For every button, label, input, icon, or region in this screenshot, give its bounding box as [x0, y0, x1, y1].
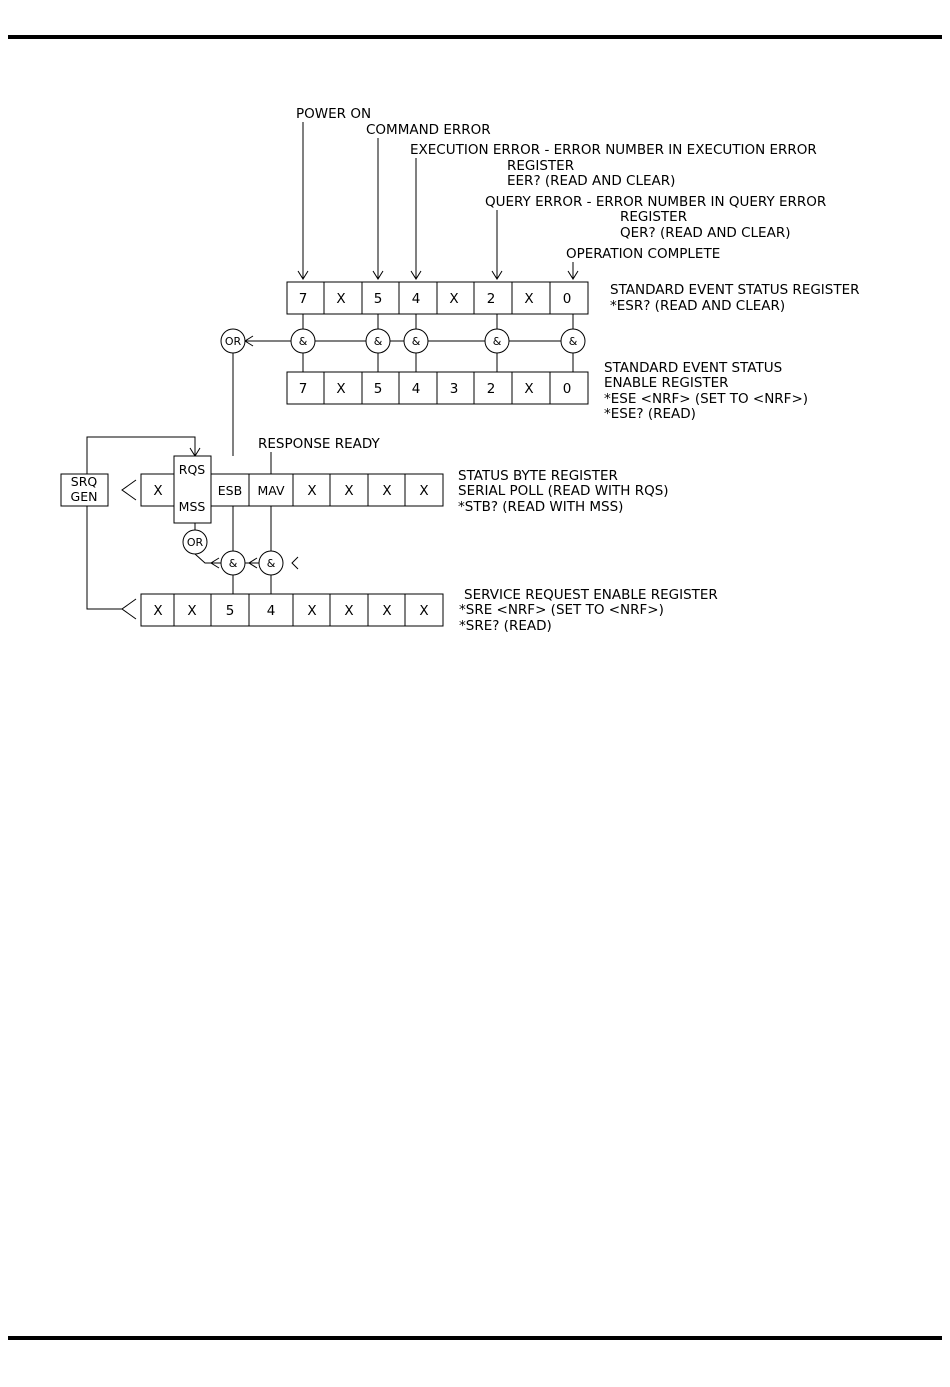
- and-gate-esr-0: &: [560, 328, 586, 354]
- stb-bit-1: X: [382, 483, 391, 499]
- sre-bit-4: 4: [267, 603, 276, 619]
- sre-to-srq-arrow: [121, 598, 137, 620]
- rqs-label: RQS: [179, 462, 206, 477]
- ese-register: 7 X 5 4 3 2 X 0: [286, 371, 589, 405]
- rqs-feedback-line: [86, 436, 196, 474]
- mss-label: MSS: [179, 499, 206, 514]
- esr-bit-4: 4: [412, 291, 421, 307]
- stb-bit-0: X: [419, 483, 428, 499]
- and-symbol: &: [412, 335, 421, 348]
- esr-register: 7 X 5 4 X 2 X 0: [286, 281, 589, 315]
- and-symbol: &: [569, 335, 578, 348]
- label-execution-error-query: EER? (READ AND CLEAR): [507, 173, 675, 189]
- label-power-on: POWER ON: [296, 106, 371, 122]
- ese-description-title: STANDARD EVENT STATUS: [604, 360, 782, 376]
- esr-description-command: *ESR? (READ AND CLEAR): [610, 298, 785, 314]
- esr-bit-6: X: [336, 291, 345, 307]
- or-symbol: OR: [225, 335, 242, 348]
- sre-bit-3: X: [307, 603, 316, 619]
- top-rule: [8, 35, 942, 39]
- label-query-error-query: QER? (READ AND CLEAR): [620, 225, 790, 241]
- ese-description-set: *ESE <NRF> (SET TO <NRF>): [604, 391, 808, 407]
- esr-bit-2: 2: [487, 291, 496, 307]
- label-command-error: COMMAND ERROR: [366, 122, 491, 138]
- or-gate-mss: OR: [182, 529, 208, 555]
- stb-description-serial-poll: SERIAL POLL (READ WITH RQS): [458, 483, 669, 499]
- and-symbol: &: [299, 335, 308, 348]
- sre-description-set: *SRE <NRF> (SET TO <NRF>): [459, 602, 664, 618]
- ese-bit-3: 3: [450, 381, 459, 397]
- sre-bit-0: X: [419, 603, 428, 619]
- service-request-enable-register: X X 5 4 X X X X: [140, 593, 444, 627]
- label-execution-error: EXECUTION ERROR - ERROR NUMBER IN EXECUT…: [410, 142, 817, 158]
- srq-gen-box: SRQ GEN: [60, 473, 109, 507]
- stb-to-srq-arrow: [121, 479, 137, 501]
- stb-bit-esb: ESB: [218, 483, 242, 498]
- stb-bit-3: X: [307, 483, 316, 499]
- sre-bit-5: 5: [226, 603, 235, 619]
- label-operation-complete: OPERATION COMPLETE: [566, 246, 720, 262]
- srq-gen-label-1: SRQ: [71, 474, 98, 489]
- and-chain-arrow: [248, 557, 258, 569]
- ese-bit-1: X: [524, 381, 533, 397]
- esr-bit-1: X: [524, 291, 533, 307]
- label-execution-error-register: REGISTER: [507, 158, 574, 174]
- srq-return-line: [86, 506, 122, 610]
- or-input-arrow: [210, 557, 220, 569]
- and-symbol: &: [374, 335, 383, 348]
- sre-bit-7: X: [153, 603, 162, 619]
- stb-bit-7: X: [153, 483, 162, 499]
- or-input-line: [194, 553, 221, 564]
- rqs-mss-cell: RQS MSS: [173, 455, 212, 524]
- ese-bit-5: 5: [374, 381, 383, 397]
- or-symbol: OR: [187, 536, 204, 549]
- sre-bit-2: X: [344, 603, 353, 619]
- esr-bit-0: 0: [563, 291, 572, 307]
- or-gate-esb: OR: [220, 328, 246, 354]
- and-gate-mav: &: [258, 550, 284, 576]
- and-symbol: &: [493, 335, 502, 348]
- stb-bit-mav: MAV: [257, 483, 285, 498]
- ese-description-subtitle: ENABLE REGISTER: [604, 375, 729, 391]
- esr-bit-7: 7: [299, 291, 308, 307]
- ese-bit-4: 4: [412, 381, 421, 397]
- stb-description-title: STATUS BYTE REGISTER: [458, 468, 618, 484]
- ese-bit-0: 0: [563, 381, 572, 397]
- and-symbol: &: [229, 557, 238, 570]
- sre-description-title: SERVICE REQUEST ENABLE REGISTER: [464, 587, 718, 603]
- label-query-error: QUERY ERROR - ERROR NUMBER IN QUERY ERRO…: [485, 194, 826, 210]
- and-gate-esb: &: [220, 550, 246, 576]
- stb-bit-2: X: [344, 483, 353, 499]
- label-response-ready: RESPONSE READY: [258, 436, 381, 452]
- and-gate-esr-7: &: [290, 328, 316, 354]
- ese-bit-6: X: [336, 381, 345, 397]
- esr-bit-5: 5: [374, 291, 383, 307]
- and-gate-esr-2: &: [484, 328, 510, 354]
- and-chain-open-arrow: [291, 556, 299, 570]
- and-gate-esr-5: &: [365, 328, 391, 354]
- and-symbol: &: [267, 557, 276, 570]
- bottom-rule: [8, 1336, 942, 1340]
- esr-description-title: STANDARD EVENT STATUS REGISTER: [610, 282, 860, 298]
- esr-input-arrows: [297, 122, 579, 280]
- ese-bit-2: 2: [487, 381, 496, 397]
- sre-bit-1: X: [382, 603, 391, 619]
- sre-description-read: *SRE? (READ): [459, 618, 552, 634]
- and-gate-esr-4: &: [403, 328, 429, 354]
- esr-bit-3: X: [449, 291, 458, 307]
- label-query-error-register: REGISTER: [620, 209, 687, 225]
- stb-description-read: *STB? (READ WITH MSS): [458, 499, 623, 515]
- ese-description-read: *ESE? (READ): [604, 406, 696, 422]
- esr-and-chain: [244, 314, 574, 372]
- sre-bit-6: X: [187, 603, 196, 619]
- ese-bit-7: 7: [299, 381, 308, 397]
- srq-gen-label-2: GEN: [71, 489, 98, 504]
